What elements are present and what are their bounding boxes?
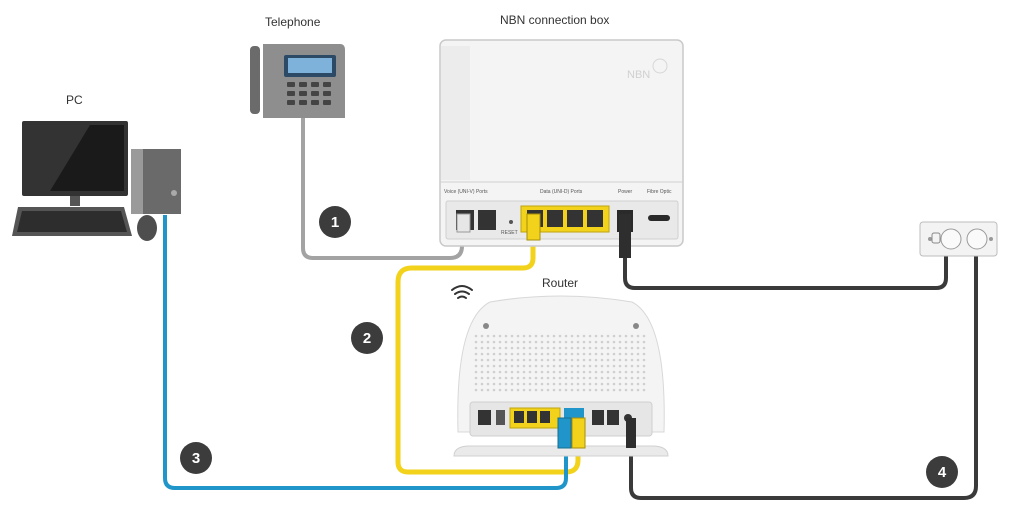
- nbn-data-ports-label: Data (UNI-D) Ports: [540, 189, 583, 195]
- nbn-data-plug: [526, 213, 541, 241]
- cables: [163, 117, 978, 500]
- nbn-fibre-port: [648, 215, 670, 221]
- telephone-keypad: [287, 82, 331, 105]
- wall-power-socket: [919, 221, 998, 257]
- step-badge-3: 3: [180, 442, 212, 474]
- wall-socket-outlet-1: [940, 228, 962, 250]
- nbn-power-label: Power: [618, 189, 633, 195]
- nbn-voice-ports-label: Voice (UNI-V) Ports: [444, 189, 488, 195]
- step-number-4: 4: [938, 464, 947, 481]
- step-badge-1: 1: [319, 206, 351, 238]
- router-power-cable: [629, 252, 978, 500]
- step-number-2: 2: [363, 330, 371, 347]
- router-stand: [453, 445, 669, 457]
- phone-cable: [301, 117, 464, 260]
- nbn-voice-port-2: [478, 210, 496, 230]
- pc-cable: [163, 215, 568, 490]
- pc-monitor-stand: [70, 196, 80, 206]
- router-led-right: [633, 323, 639, 329]
- wall-socket-switch: [931, 232, 941, 244]
- pc: [12, 121, 181, 241]
- nbn-power-plug: [619, 214, 631, 258]
- router-yellow-plug: [571, 417, 586, 449]
- nbn-power-cable: [623, 252, 948, 290]
- router-label: Router: [542, 276, 579, 290]
- nbn-box-body: [439, 39, 684, 247]
- router-aux-port-2: [607, 410, 619, 425]
- router-phone-port: [478, 410, 491, 425]
- telephone-label: Telephone: [265, 15, 321, 29]
- nbn-logo-icon: [652, 58, 668, 74]
- nbn-connection-box: NBN Voice (UNI-V) Ports Data (UNI-D) Por…: [439, 39, 684, 258]
- telephone: [250, 44, 345, 118]
- wifi-icon: [451, 285, 473, 299]
- router-usb-port: [496, 410, 505, 425]
- pc-power-button: [171, 190, 177, 196]
- pc-monitor-reflection: [27, 125, 90, 191]
- nbn-reset-label: RESET: [501, 230, 518, 236]
- router: [451, 285, 669, 457]
- pc-label: PC: [66, 93, 83, 107]
- router-blue-plug: [557, 417, 572, 449]
- router-led-left: [483, 323, 489, 329]
- wall-socket-screw-left: [928, 237, 932, 241]
- step-number-3: 3: [192, 450, 200, 467]
- pc-keyboard-keys: [17, 211, 127, 232]
- nbn-box-label: NBN connection box: [500, 13, 610, 27]
- nbn-data-port-4: [587, 210, 603, 227]
- router-vents: [474, 334, 646, 392]
- nbn-data-port-2: [547, 210, 563, 227]
- nbn-reset-button: [509, 220, 513, 224]
- nbn-logo: NBN: [627, 69, 650, 81]
- wall-socket-outlet-2: [966, 228, 988, 250]
- nbn-box-shading: [441, 46, 470, 180]
- step-number-1: 1: [331, 214, 339, 231]
- router-aux-port-1: [592, 410, 604, 425]
- pc-mouse: [137, 215, 157, 241]
- pc-tower-front: [131, 149, 143, 214]
- phone-plug: [456, 213, 471, 233]
- nbn-data-port-3: [567, 210, 583, 227]
- router-power-plug: [626, 418, 636, 448]
- step-badge-4: 4: [926, 456, 958, 488]
- telephone-screen-glass: [288, 58, 332, 73]
- step-badge-2: 2: [351, 322, 383, 354]
- nbn-fibre-label: Fibre Optic: [647, 189, 672, 195]
- router-body: [457, 295, 665, 433]
- wall-socket-screw-right: [989, 237, 993, 241]
- telephone-handset: [250, 46, 260, 114]
- data-cable: [395, 240, 581, 475]
